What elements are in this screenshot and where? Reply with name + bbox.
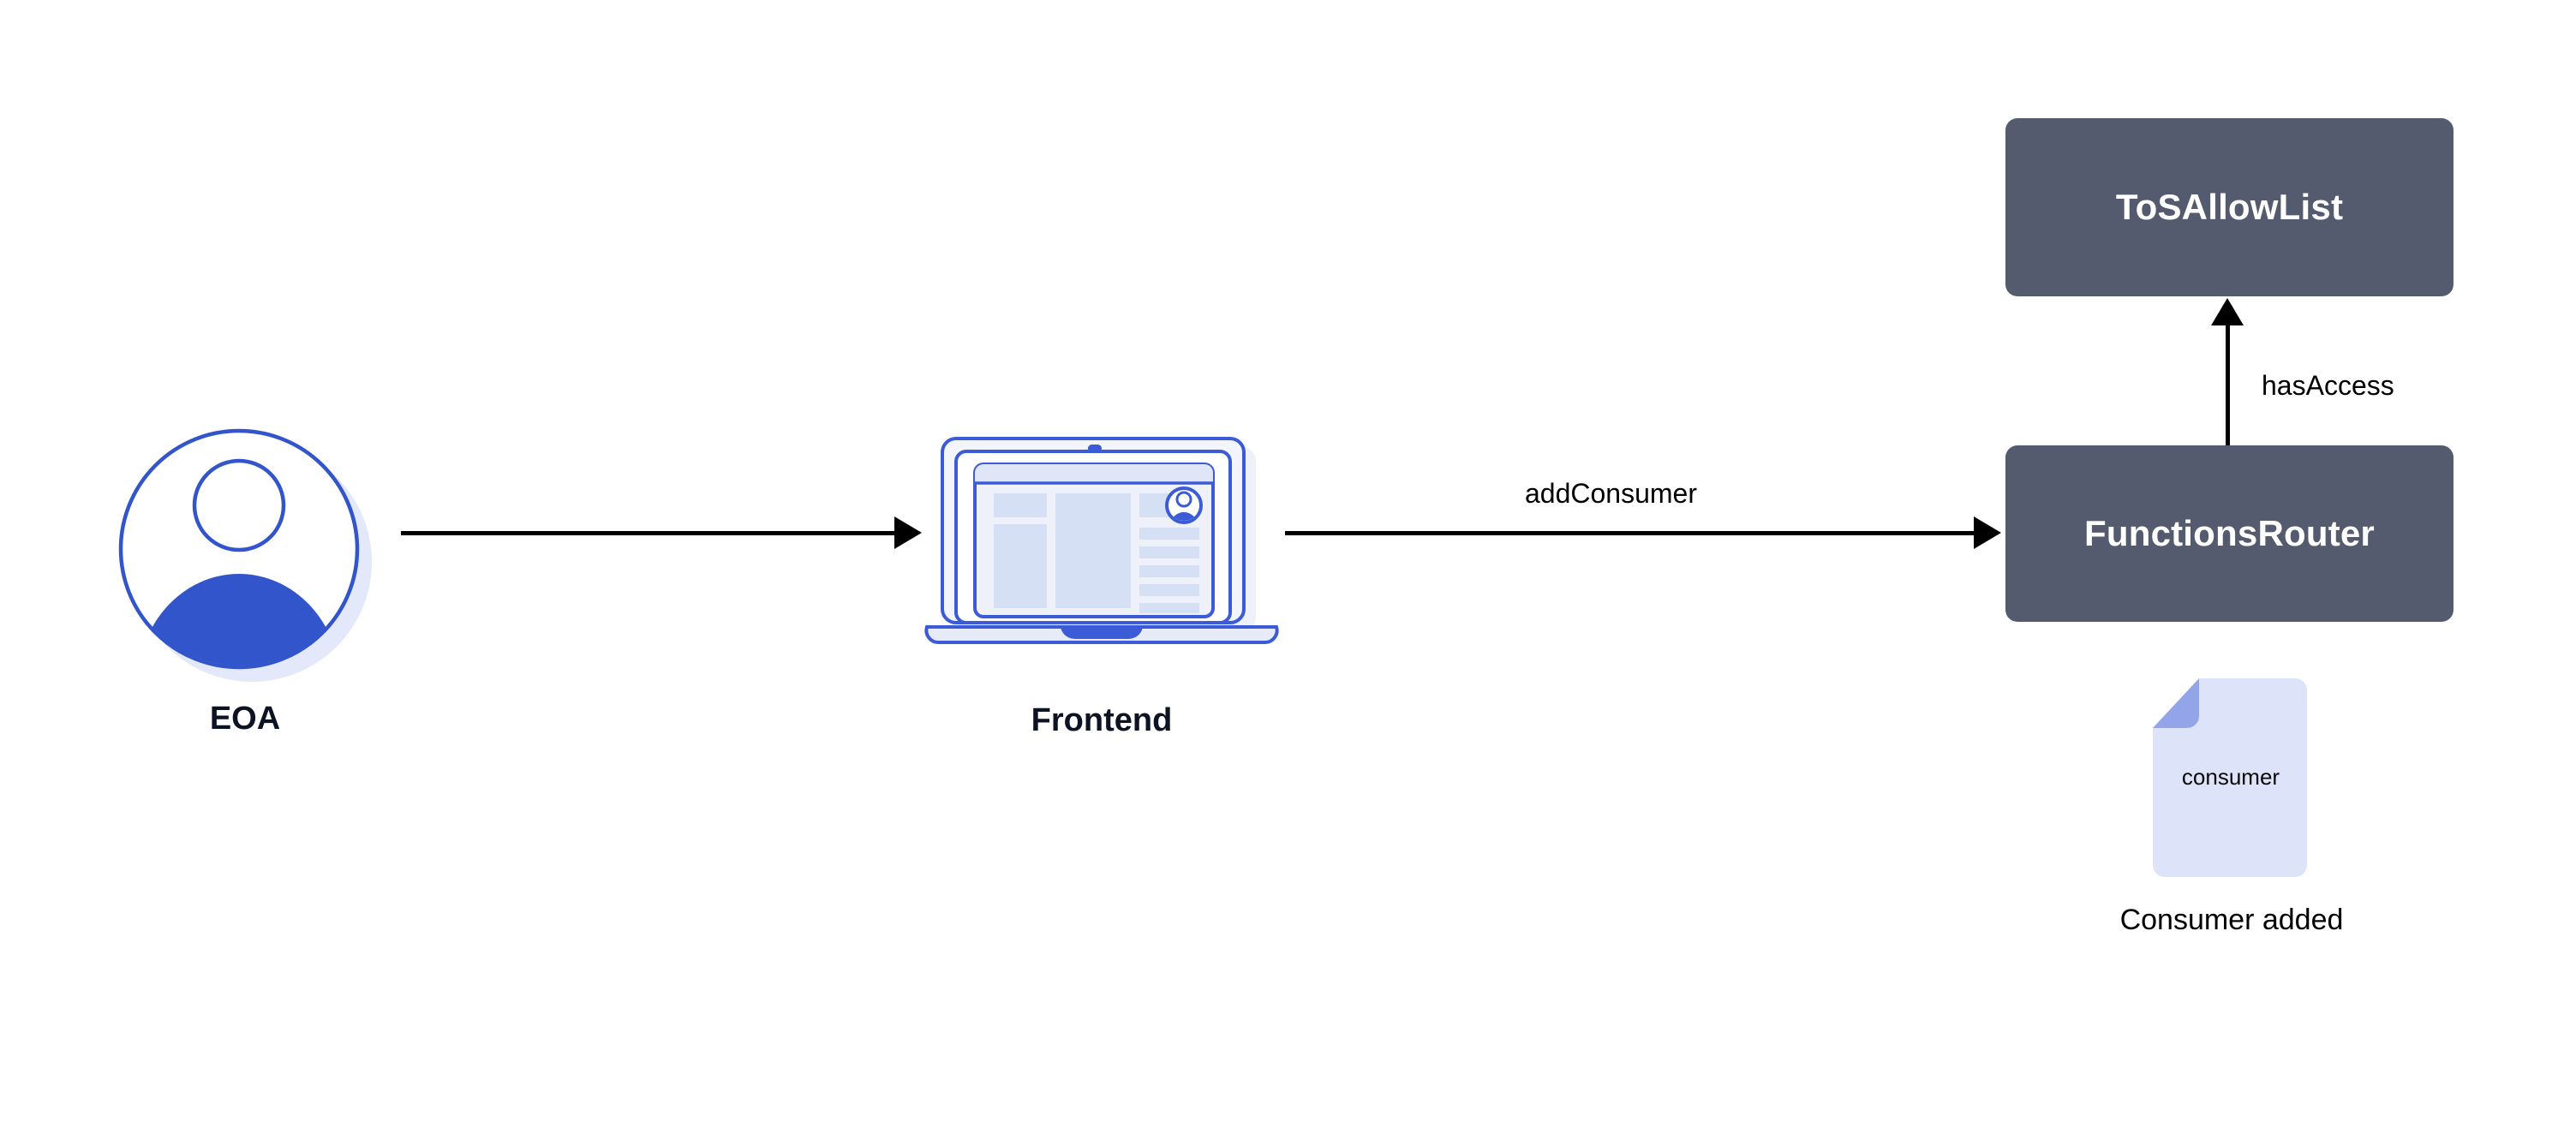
functions-router-label: FunctionsRouter — [2084, 513, 2375, 553]
frontend-caption: Frontend — [1031, 702, 1173, 738]
arrow-head-icon — [2211, 298, 2244, 325]
edge-eoa-to-frontend — [401, 514, 925, 553]
consumer-file-label: consumer — [2181, 764, 2280, 790]
arrow-head-icon — [1974, 516, 2001, 549]
frontend-node[interactable] — [922, 428, 1282, 668]
tos-allow-list-label: ToSAllowList — [2115, 187, 2344, 227]
eoa-node[interactable] — [117, 427, 374, 683]
arrow-line — [401, 531, 896, 535]
screen-avatar-icon — [1165, 486, 1203, 524]
functions-router-box[interactable]: FunctionsRouter — [2005, 445, 2453, 622]
edge-router-to-allowlist — [2210, 298, 2250, 447]
edge-label-has-access: hasAccess — [2262, 370, 2394, 401]
consumer-document-node[interactable]: consumer — [2149, 675, 2312, 880]
consumer-added-caption: Consumer added — [2119, 904, 2344, 936]
tos-allow-list-box[interactable]: ToSAllowList — [2005, 118, 2453, 296]
laptop-icon — [924, 437, 1279, 644]
eoa-caption: EOA — [209, 701, 281, 737]
arrow-line — [1285, 531, 1975, 535]
person-avatar-icon — [118, 428, 372, 682]
edge-frontend-to-router — [1285, 514, 2005, 553]
document-icon — [2153, 678, 2307, 877]
edge-label-add-consumer: addConsumer — [1525, 478, 1697, 509]
arrow-line — [2226, 322, 2230, 447]
arrow-head-icon — [894, 516, 922, 549]
